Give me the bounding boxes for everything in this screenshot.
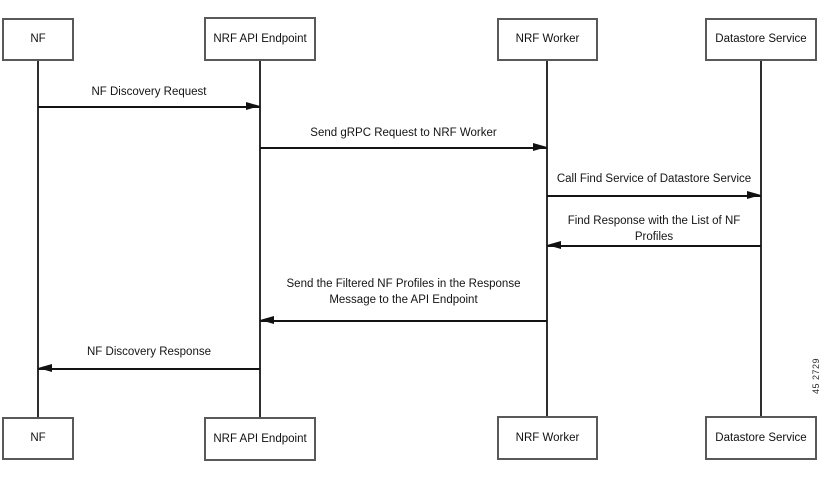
message-label-send-grpc-request: Send gRPC Request to NRF Worker [310,127,497,139]
actor-box-nf-bottom: NF [2,417,74,460]
actor-box-datastore-service-top: Datastore Service [705,18,817,61]
message-line [547,245,761,247]
lifeline-nrf-worker [546,60,548,416]
actor-label: NRF Worker [515,431,580,444]
message-label-call-find-service: Call Find Service of Datastore Service [556,173,752,185]
actor-box-datastore-service-bottom: Datastore Service [705,416,817,460]
arrowhead-right-icon [747,191,761,199]
lifeline-datastore-service [760,60,762,416]
actor-label: NRF Worker [515,33,580,45]
actor-label: NF [30,432,46,444]
lifeline-nrf-api-endpoint [259,61,261,418]
actor-box-nrf-api-endpoint-top: NRF API Endpoint [204,17,316,61]
arrowhead-right-icon [246,102,260,110]
actor-box-nf-top: NF [2,18,74,61]
lifeline-nf [37,60,39,417]
arrowhead-right-icon [533,143,547,151]
actor-box-nrf-worker-top: NRF Worker [497,18,598,61]
message-label-nf-discovery-response: NF Discovery Response [87,346,211,358]
arrowhead-left-icon [260,316,274,324]
actor-box-nrf-worker-bottom: NRF Worker [497,416,598,460]
actor-label: NRF API Endpoint [213,432,307,445]
message-line [38,106,260,108]
arrowhead-left-icon [38,364,52,372]
actor-label: NF [30,33,46,45]
message-line [260,147,547,149]
actor-label: NRF API Endpoint [213,32,307,45]
arrowhead-left-icon [547,241,561,249]
message-line [547,195,761,197]
figure-number-watermark: 45 2729 [811,357,821,395]
message-line [38,368,260,370]
actor-label: Datastore Service [715,431,807,444]
message-label-send-filtered-nf-profiles: Send the Filtered NF Profiles in the Res… [286,278,521,306]
message-label-find-response: Find Response with the List of NF Profil… [567,215,741,243]
message-label-nf-discovery-request: NF Discovery Request [91,86,207,98]
actor-box-nrf-api-endpoint-bottom: NRF API Endpoint [204,417,316,461]
message-line [260,320,547,322]
actor-label: Datastore Service [715,33,807,45]
